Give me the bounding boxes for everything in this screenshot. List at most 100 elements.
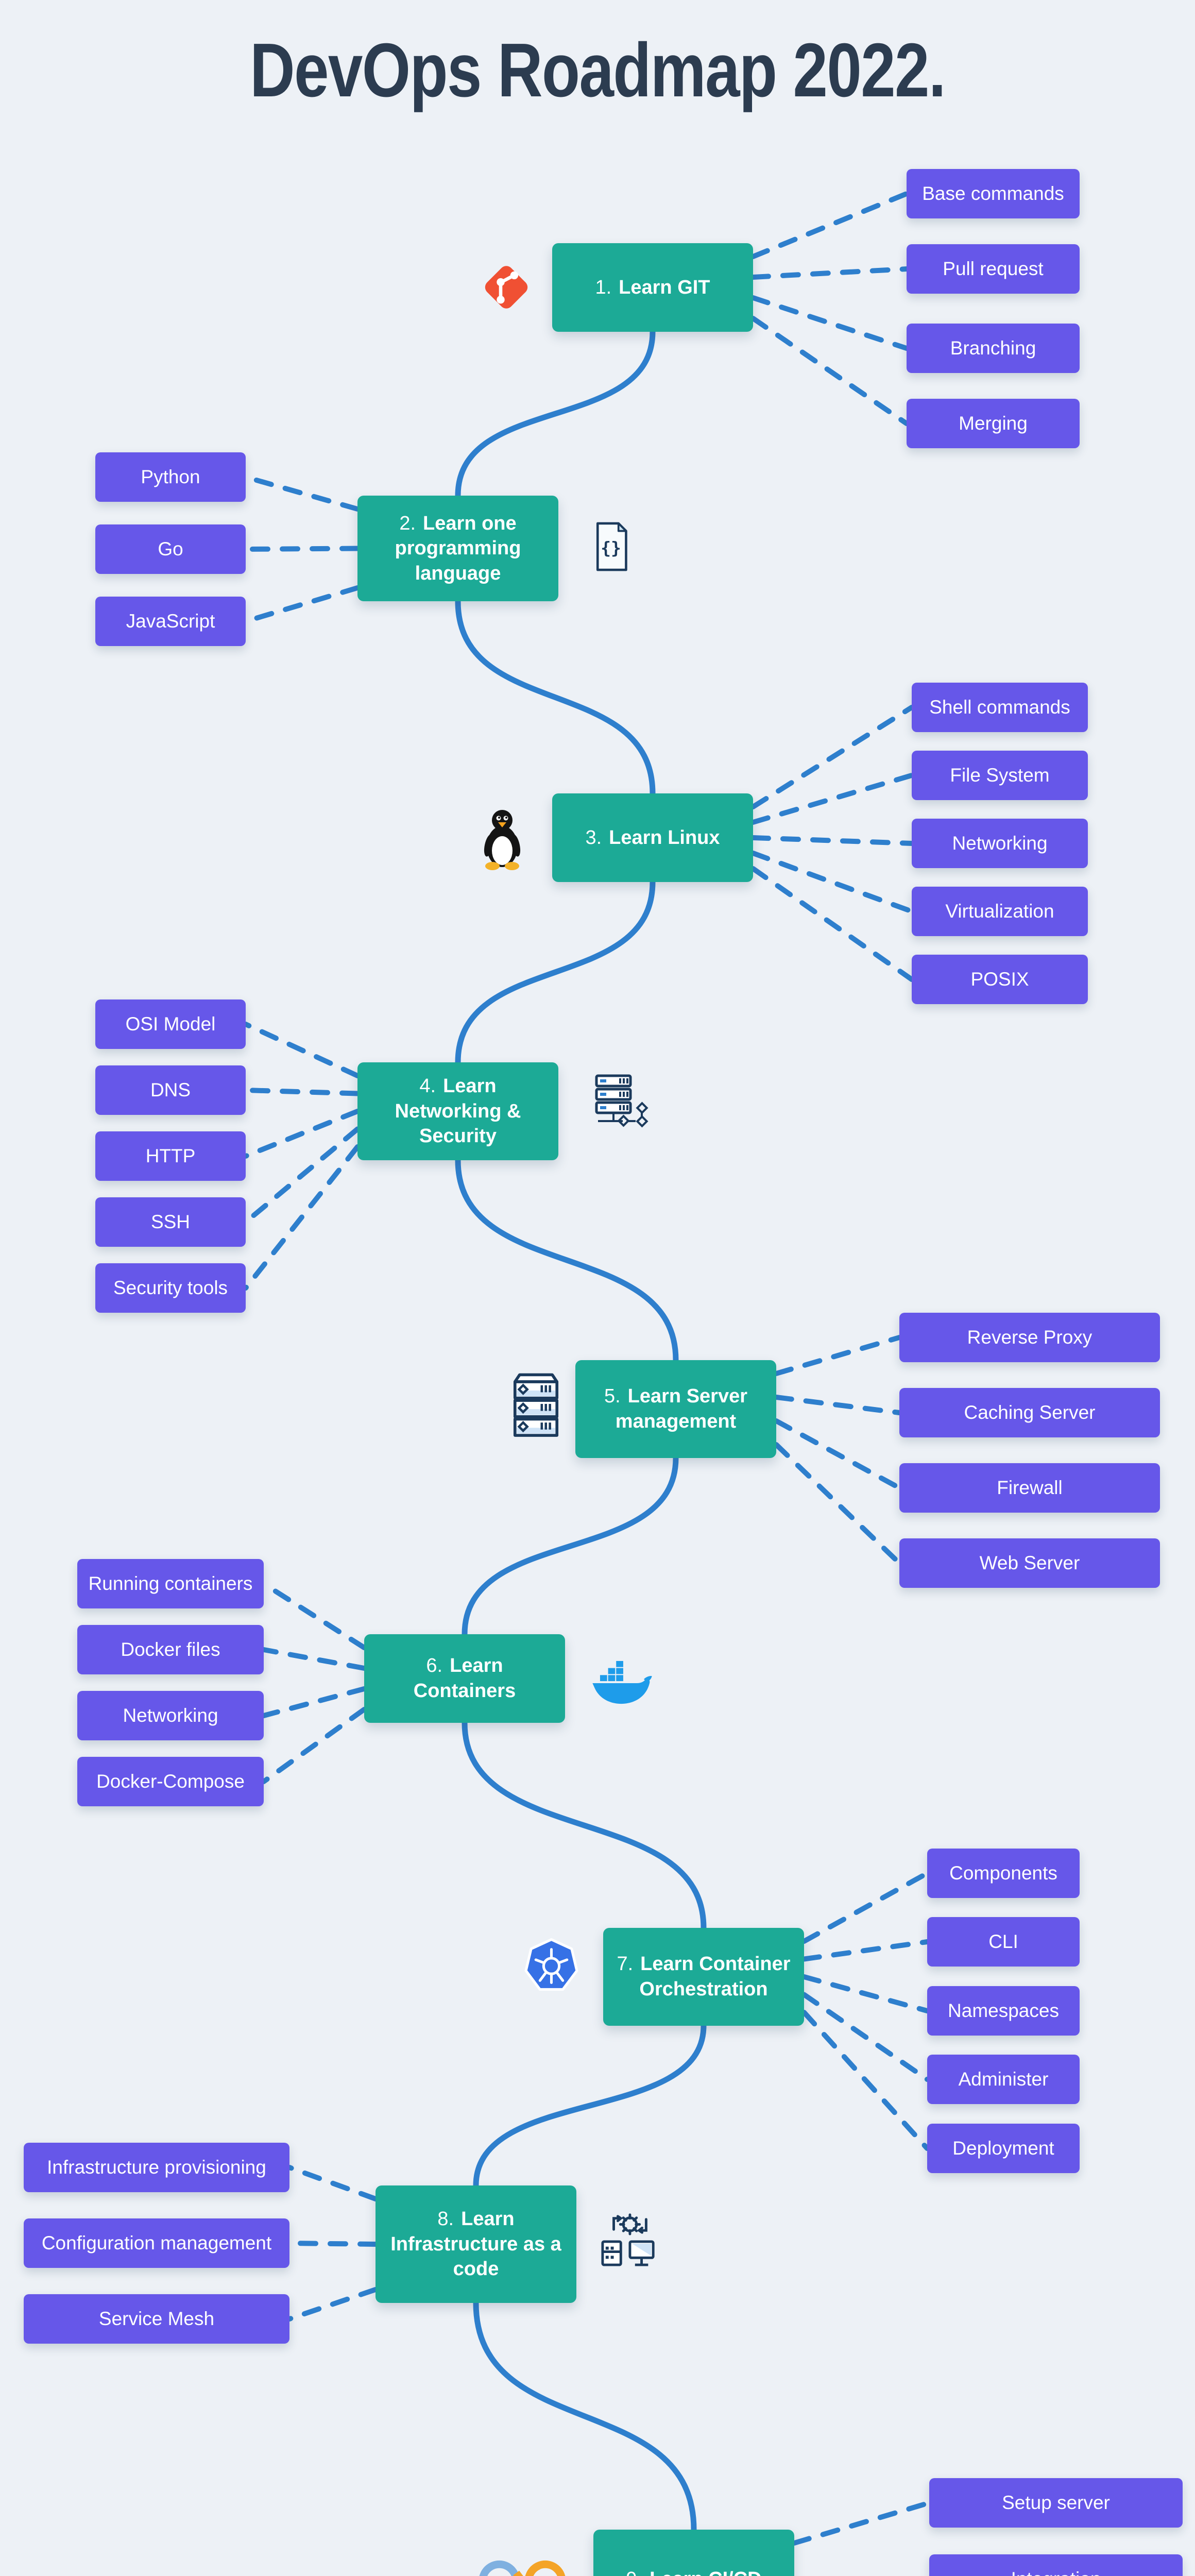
dashed-connector: [243, 1144, 360, 1291]
topic-box: Base commands: [907, 169, 1080, 218]
dashed-connector: [792, 2500, 932, 2546]
dashed-connector: [750, 266, 909, 280]
topic-box: SSH: [95, 1197, 246, 1247]
topic-box: DNS: [95, 1065, 246, 1115]
step-number: 7.: [617, 1953, 634, 1975]
topic-box: Pull request: [907, 244, 1080, 294]
step-node-1: 1. Learn GIT: [552, 243, 753, 332]
dashed-connector: [774, 1418, 902, 1490]
topic-box: Components: [927, 1849, 1080, 1898]
topic-box: Go: [95, 524, 246, 574]
topic-box: Web Server: [899, 1538, 1160, 1588]
topic-box: Docker files: [77, 1625, 264, 1674]
step-number: 4.: [419, 1075, 436, 1097]
dashed-connector: [243, 1088, 360, 1096]
dashed-connector: [750, 866, 914, 982]
code-file-icon: {}: [587, 520, 635, 573]
linux-tux-icon: [476, 806, 528, 871]
dashed-connector: [801, 2010, 930, 2151]
topic-box: Networking: [912, 819, 1088, 868]
topic-box: Configuration management: [24, 2218, 289, 2268]
infrastructure-gear-icon: [599, 2210, 659, 2268]
dashed-connector: [750, 773, 914, 825]
step-label: Learn Infrastructure as a code: [390, 2208, 561, 2280]
kubernetes-icon: [524, 1936, 578, 1994]
step-number: 8.: [437, 2208, 454, 2230]
step-number: 2.: [399, 512, 416, 534]
page-title: DevOps Roadmap 2022.: [250, 28, 946, 113]
main-path-curve: [455, 583, 656, 812]
topic-box: Docker-Compose: [77, 1757, 264, 1806]
dashed-connector: [243, 1022, 360, 1078]
topic-box: Merging: [907, 399, 1080, 448]
topic-box: Shell commands: [912, 683, 1088, 732]
cicd-loop-icon: [471, 2555, 573, 2576]
step-label: Learn Networking & Security: [395, 1075, 521, 1147]
topic-box: Virtualization: [912, 887, 1088, 936]
step-label: Learn Linux: [609, 826, 720, 849]
dashed-connector: [801, 1939, 930, 1962]
topic-box: Security tools: [95, 1263, 246, 1313]
topic-box: HTTP: [95, 1131, 246, 1181]
step-node-7: 7.Learn Container Orchestration: [603, 1928, 804, 2026]
topic-box: OSI Model: [95, 999, 246, 1049]
server-stack-icon: [511, 1371, 560, 1441]
main-path-curve: [462, 1439, 679, 1653]
dashed-connector: [287, 2287, 378, 2321]
topic-box: Service Mesh: [24, 2294, 289, 2344]
step-label: Learn Container Orchestration: [639, 1953, 791, 2000]
topic-box: Python: [95, 452, 246, 502]
dashed-connector: [261, 1686, 367, 1718]
main-path-curve: [455, 863, 656, 1081]
step-label: Learn Server management: [615, 1385, 748, 1432]
topic-box: Branching: [907, 324, 1080, 373]
topic-box: Integration: [929, 2554, 1183, 2576]
main-path-curve: [455, 313, 656, 514]
topic-box: Namespaces: [927, 1986, 1080, 2036]
step-label: Learn one programming language: [395, 512, 521, 584]
topic-box: POSIX: [912, 955, 1088, 1004]
step-node-3: 3.Learn Linux: [552, 793, 753, 882]
dashed-connector: [287, 2241, 378, 2247]
topic-box: Administer: [927, 2055, 1080, 2104]
step-node-9: 9. Learn CI/CD: [593, 2530, 794, 2576]
step-node-2: 2.Learn one programming language: [357, 496, 558, 601]
step-node-8: 8.Learn Infrastructure as a code: [375, 2185, 576, 2303]
step-node-5: 5.Learn Server management: [575, 1360, 776, 1458]
main-path-curve: [462, 1704, 707, 1946]
dashed-connector: [801, 1974, 930, 2013]
topic-box: Networking: [77, 1691, 264, 1740]
topic-box: Deployment: [927, 2124, 1080, 2173]
git-icon: [478, 258, 535, 317]
step-label: Learn CI/CD: [650, 2568, 761, 2576]
topic-box: Caching Server: [899, 1388, 1160, 1437]
dashed-connector: [243, 474, 360, 512]
topic-box: Firewall: [899, 1463, 1160, 1513]
dashed-connector: [750, 851, 914, 914]
main-path-curve: [455, 1142, 679, 1379]
topic-box: Setup server: [929, 2478, 1183, 2528]
step-node-6: 6.Learn Containers: [364, 1634, 565, 1723]
dashed-connector: [750, 835, 914, 846]
dashed-connector: [243, 546, 360, 552]
dashed-connector: [750, 191, 909, 259]
step-label: Learn GIT: [619, 276, 710, 298]
main-path-curve: [473, 2284, 697, 2548]
dashed-connector: [774, 1442, 902, 1566]
topic-box: Running containers: [77, 1559, 264, 1608]
step-number: 9.: [626, 2568, 642, 2576]
docker-whale-icon: [591, 1660, 652, 1705]
dashed-connector: [801, 1992, 930, 2082]
dashed-connector: [261, 1581, 367, 1650]
dashed-connector: [243, 1126, 360, 1225]
dashed-connector: [243, 1109, 360, 1159]
step-label: Learn Containers: [413, 1655, 516, 1702]
dashed-connector: [750, 705, 914, 809]
dashed-connector: [261, 1707, 367, 1784]
network-security-icon: [593, 1073, 655, 1129]
topic-box: Reverse Proxy: [899, 1313, 1160, 1362]
dashed-connector: [287, 2165, 378, 2201]
dashed-connector: [801, 1871, 930, 1944]
step-number: 1.: [595, 276, 612, 298]
